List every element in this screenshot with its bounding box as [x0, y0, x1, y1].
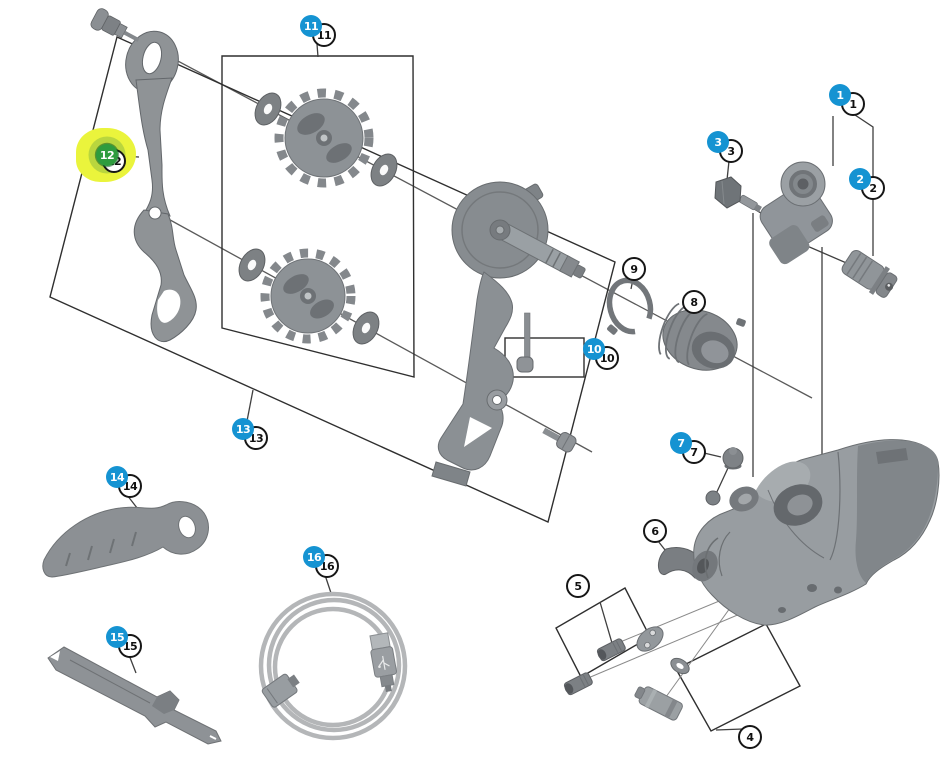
- catalog-number-badge: 8: [682, 290, 706, 314]
- adjust-bolt-set-part-5: [563, 626, 664, 696]
- derailleur-body: [692, 439, 940, 626]
- inner-plate: [431, 181, 586, 487]
- cable-bolt-part-4: [634, 657, 690, 721]
- tension-pulley: [260, 248, 356, 344]
- washer: [370, 153, 398, 187]
- bracket-axle-unit-part-1: [759, 161, 833, 265]
- charging-cable-part-16: [258, 591, 408, 741]
- washer: [238, 248, 266, 282]
- box-group-11: [221, 55, 415, 378]
- part-number-badge[interactable]: 11: [300, 15, 322, 37]
- tool-part-15: [47, 646, 222, 745]
- catalog-number-badge: 6: [643, 519, 667, 543]
- pulley-bolt-lower: [542, 427, 577, 453]
- catalog-number-badge: 9: [622, 257, 646, 281]
- part-number-badge[interactable]: 3: [707, 131, 729, 153]
- part-number-badge[interactable]: 2: [849, 168, 871, 190]
- usb-connector: [369, 632, 397, 693]
- catalog-number-badge: 5: [566, 574, 590, 598]
- washer: [352, 311, 380, 345]
- pulley-set-part-11: [238, 88, 398, 345]
- guide-pulley: [274, 88, 374, 188]
- bracket-part-14: [42, 501, 209, 578]
- bracket-bolt-part-2: [841, 249, 898, 298]
- cable-anchor-plate: [636, 626, 664, 652]
- spring-part-8: [658, 302, 746, 371]
- etube-plug: [261, 673, 300, 708]
- part-number-badge[interactable]: 13: [232, 418, 254, 440]
- cap-part-7: [722, 447, 744, 470]
- pulley-bolt-part-10: [516, 312, 534, 373]
- part-number-badge[interactable]: 1: [829, 84, 851, 106]
- part-number-badge[interactable]: 16: [303, 546, 325, 568]
- part-number-badge[interactable]: 14: [106, 466, 128, 488]
- stopper-bolt-part-3: [714, 176, 762, 213]
- plate-bolt: [90, 8, 140, 42]
- part-number-badge[interactable]: 12: [96, 144, 118, 166]
- part-number-badge[interactable]: 7: [670, 432, 692, 454]
- snap-ring-part-9: [606, 277, 654, 335]
- group-boxes: [49, 36, 801, 732]
- part-number-badge[interactable]: 15: [106, 626, 128, 648]
- catalog-number-badge: 4: [738, 725, 762, 749]
- usb-icon: [378, 655, 390, 670]
- box-group-4: [675, 623, 801, 732]
- part-number-badge[interactable]: 10: [583, 338, 605, 360]
- box-group-13: [49, 36, 616, 523]
- pulley-axle: [497, 223, 586, 279]
- outer-plate-part-12: [125, 30, 197, 342]
- washer: [254, 92, 282, 126]
